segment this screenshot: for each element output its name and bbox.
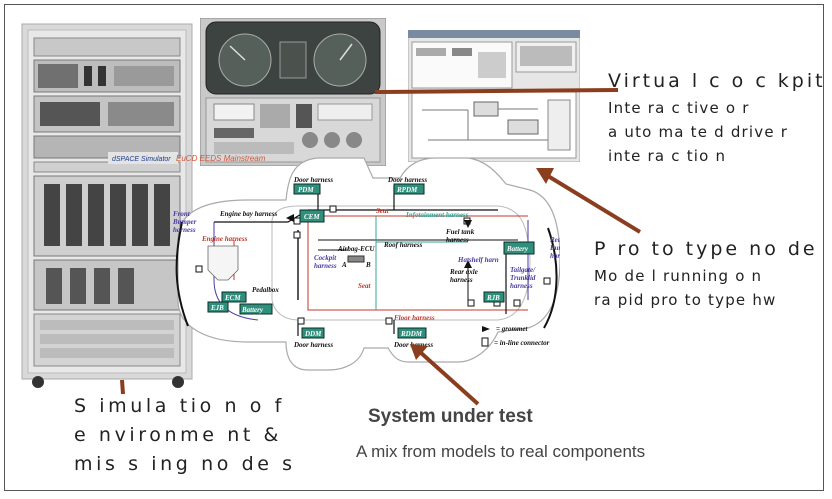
rear-bumper-harness-label: RearBumperharness <box>549 236 560 260</box>
door-harness-top-right-label: Door harness <box>387 176 427 184</box>
pedalbox-label: Pedalbox <box>252 286 279 294</box>
connector-legend-icon <box>481 337 489 347</box>
simulation-line-3: mis s ing no de s <box>74 453 296 475</box>
ecu-ddm <box>301 327 325 339</box>
prototype-node-arrow <box>546 174 642 234</box>
ecu-rddm-label: RDDM <box>400 330 423 338</box>
ecu-cem-label: CEM <box>304 213 320 221</box>
ecu-ejb <box>207 301 229 313</box>
simulation-description: S imula tio n o f e nvironme nt & mis s … <box>74 392 296 479</box>
diagram-heading: EuCD EEDS Mainstream <box>176 154 266 163</box>
prototype-node-line-1: Mo de l running o n <box>594 267 763 285</box>
airbag-a-label: A <box>341 261 347 269</box>
grommet-legend-icon <box>482 326 490 332</box>
prototype-node-description: Mo de l running o n ra pid pro to type h… <box>594 264 777 312</box>
ecu-cem <box>299 209 325 223</box>
virtual-cockpit-image <box>200 18 386 166</box>
system-under-test-subtitle: A mix from models to real components <box>356 442 646 461</box>
harness-diagram: EuCD EEDS Mainstream PDM RPDM CEM ECM E <box>172 154 560 371</box>
prototype-node-image <box>408 30 580 162</box>
ecu-rjb <box>483 291 505 303</box>
infotainment-harness-label: Infotainment harness <box>405 211 469 219</box>
door-harness-top-left-label: Door harness <box>293 176 333 184</box>
ecu-battery-rear <box>503 241 535 255</box>
engine-bay-harness-label: Engine bay harness <box>219 210 277 218</box>
ecu-battery-front-label: Battery <box>241 306 264 314</box>
engine-harness-label: Engine harness <box>201 235 248 243</box>
virtual-cockpit-arrow <box>374 88 619 94</box>
ecu-rpdm <box>393 183 425 195</box>
virtual-cockpit-description: Inte ra c tive o r a uto ma te d drive r… <box>608 96 788 168</box>
seat-bottom-label: Seat <box>358 282 372 290</box>
virtual-cockpit-line-2: a uto ma te d drive r <box>608 123 789 141</box>
simulation-line-1: S imula tio n o f <box>74 395 285 417</box>
rear-bumper-line <box>543 227 558 329</box>
connector-legend-label: = in-line connector <box>494 339 550 347</box>
system-under-test-arrow-head <box>410 344 428 360</box>
ecu-rddm <box>397 327 427 339</box>
hatshelf-harness-label: Hatshelf harn <box>457 256 499 264</box>
prototype-node-title: P ro to type no de <box>594 238 818 260</box>
grommet-legend-label: = grommet <box>496 325 528 333</box>
airbag-b-label: B <box>365 261 371 269</box>
roof-harness-label: Roof harness <box>383 241 423 249</box>
ecu-ddm-label: DDM <box>304 330 322 338</box>
virtual-cockpit-line-1: Inte ra c tive o r <box>608 99 750 117</box>
floor-harness-label: Floor harness <box>394 314 435 322</box>
ecu-ecm-label: ECM <box>224 294 241 302</box>
prototype-node-arrow-head <box>536 168 554 184</box>
ecu-pdm-label: PDM <box>298 186 314 194</box>
slide-frame <box>4 4 824 491</box>
simulation-arrow <box>120 379 125 395</box>
virtual-cockpit-line-3: inte ra c tio n <box>608 147 727 165</box>
ecu-rpdm-label: RPDM <box>396 186 418 194</box>
ecu-ecm <box>221 291 247 303</box>
airbag-ecu-label: Airbag-ECU <box>337 245 376 253</box>
ecu-battery-rear-label: Battery <box>506 245 529 253</box>
seat-top-label: Seat <box>376 207 390 215</box>
virtual-cockpit-title: Virtua l c o c kpit <box>608 70 826 92</box>
door-harness-bottom-left-label: Door harness <box>293 341 333 349</box>
system-under-test-arrow <box>418 350 480 406</box>
ecu-rjb-label: RJB <box>486 294 500 302</box>
ecu-ejb-label: EJB <box>210 304 224 312</box>
prototype-node-line-2: ra pid pro to type hw <box>594 291 777 309</box>
front-bumper-line <box>175 221 189 327</box>
system-under-test-title: System under test <box>368 406 533 427</box>
rack-brand-label: dSPACE Simulator <box>112 156 171 163</box>
hil-rack-image: dSPACE Simulator <box>21 23 193 388</box>
ecu-battery-front <box>239 303 273 315</box>
simulation-line-2: e nvironme nt & <box>74 424 282 446</box>
ecu-pdm <box>293 183 321 195</box>
